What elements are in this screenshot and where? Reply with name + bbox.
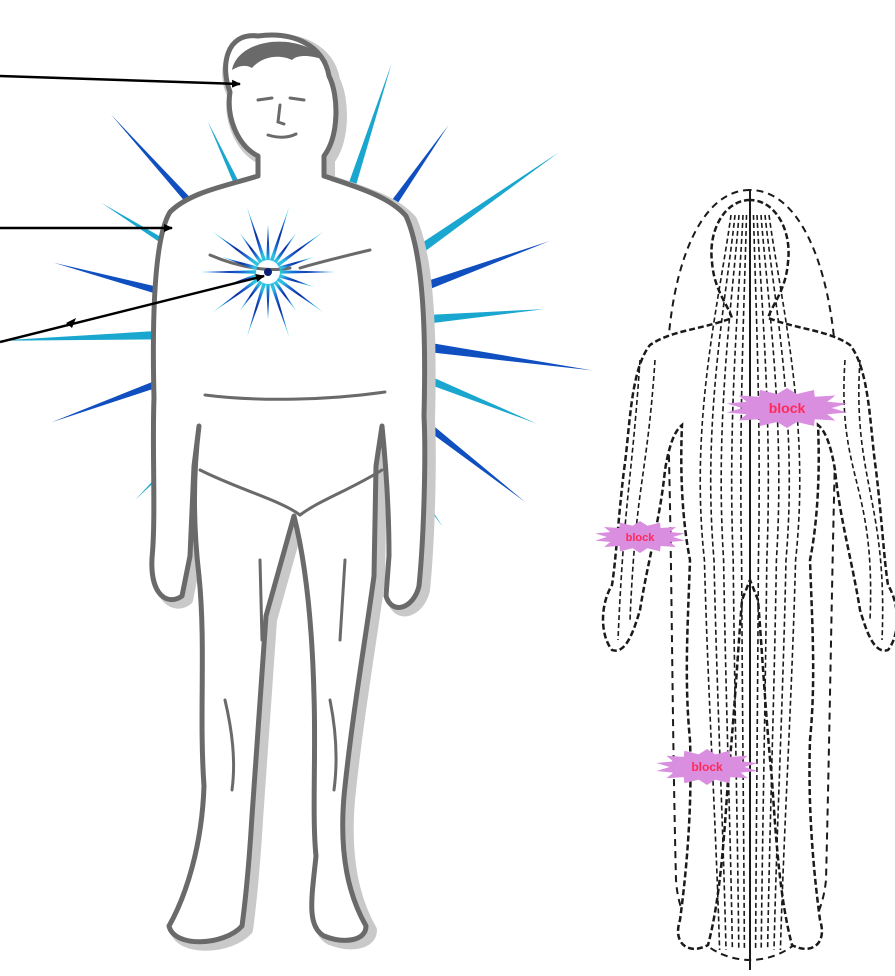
meridian-figure-right (603, 190, 895, 970)
block-label: block (626, 532, 656, 544)
arrow-to-head (0, 76, 240, 84)
human-figure-left (152, 35, 431, 946)
block-label: block (691, 760, 723, 774)
block-marker-wrist: block (595, 521, 685, 553)
block-label: block (769, 400, 806, 416)
